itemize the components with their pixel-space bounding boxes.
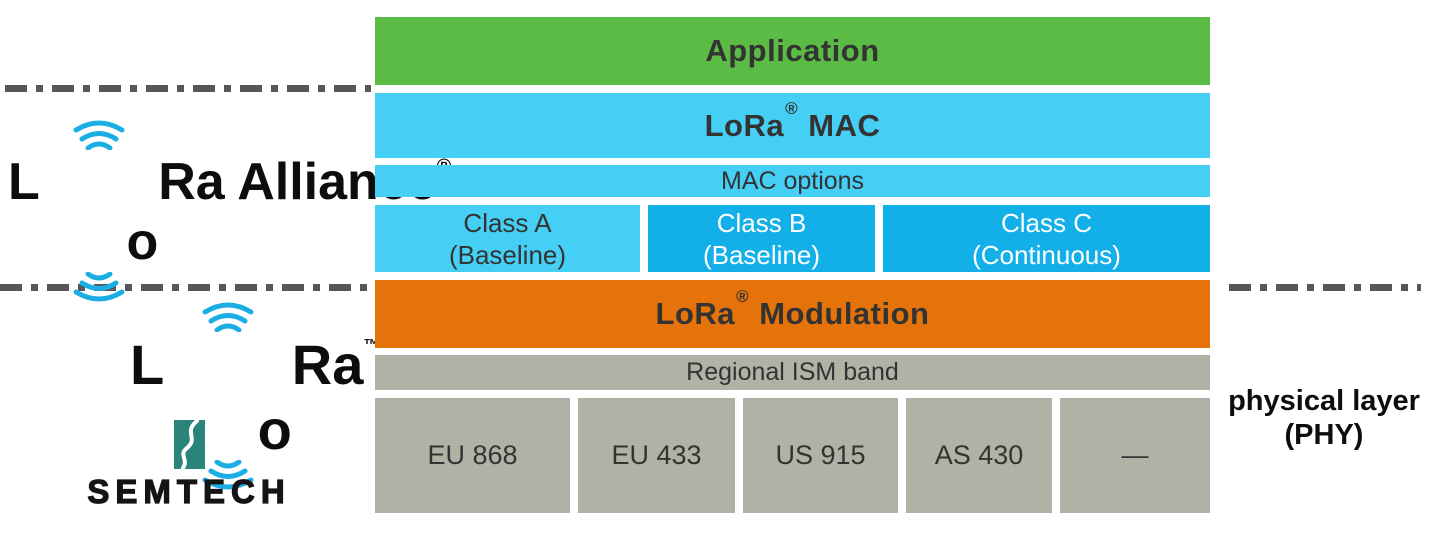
radio-waves-icon xyxy=(202,302,254,332)
class-b-box: Class B (Baseline) xyxy=(648,205,875,272)
radio-waves-icon xyxy=(202,460,254,490)
registered-mark: ® xyxy=(785,98,799,118)
semtech-s-icon xyxy=(173,420,205,469)
physical-layer-label-line2: (PHY) xyxy=(1284,419,1364,451)
band-box-eu868: EU 868 xyxy=(375,398,570,513)
physical-layer-label-line1: physical layer xyxy=(1228,385,1420,417)
class-c-title: Class C xyxy=(1000,207,1092,238)
mac-options-box: MAC options xyxy=(375,165,1210,197)
application-layer-box: Application xyxy=(375,17,1210,85)
lora-alliance-logo-text: L xyxy=(8,153,40,211)
mac-options-label: MAC options xyxy=(720,166,865,195)
lora-alliance-logo-o: o xyxy=(40,120,158,302)
semtech-logo: SEMTECH xyxy=(65,420,313,511)
lora-logo-text: L xyxy=(130,333,165,396)
lora-modulation-layer-box: LoRa® Modulation xyxy=(375,280,1210,348)
class-a-subtitle: (Baseline) xyxy=(448,239,567,270)
regional-ism-band-box: Regional ISM band xyxy=(375,355,1210,390)
radio-waves-icon xyxy=(73,272,125,302)
lora-logo-text: Ra xyxy=(291,333,364,396)
class-a-box: Class A (Baseline) xyxy=(375,205,640,272)
regional-ism-band-label: Regional ISM band xyxy=(686,358,899,386)
divider-dashed-line-top-left xyxy=(5,85,371,92)
semtech-wordmark: SEMTECH xyxy=(87,472,291,510)
band-box-us915: US 915 xyxy=(743,398,898,513)
band-box-as430: AS 430 xyxy=(906,398,1052,513)
class-b-title: Class B xyxy=(716,207,807,238)
band-box-eu433: EU 433 xyxy=(578,398,735,513)
band-box-other: — xyxy=(1060,398,1210,513)
physical-layer-label: physical layer (PHY) xyxy=(1213,384,1435,452)
class-c-box: Class C (Continuous) xyxy=(883,205,1210,272)
class-a-title: Class A xyxy=(463,207,552,238)
lora-mac-layer-box: LoRa® MAC xyxy=(375,93,1210,158)
application-label: Application xyxy=(705,33,880,68)
lora-logo-o: o xyxy=(164,302,292,490)
lora-modulation-label: LoRa® Modulation xyxy=(655,287,930,331)
class-c-subtitle: (Continuous) xyxy=(972,239,1121,270)
divider-dashed-line-middle-right xyxy=(1229,284,1421,291)
divider-dashed-line-middle-left xyxy=(0,284,372,291)
class-b-subtitle: (Baseline) xyxy=(702,239,821,270)
registered-mark: ® xyxy=(736,287,750,307)
lora-mac-label: LoRa® MAC xyxy=(704,98,881,143)
radio-waves-icon xyxy=(73,120,125,150)
